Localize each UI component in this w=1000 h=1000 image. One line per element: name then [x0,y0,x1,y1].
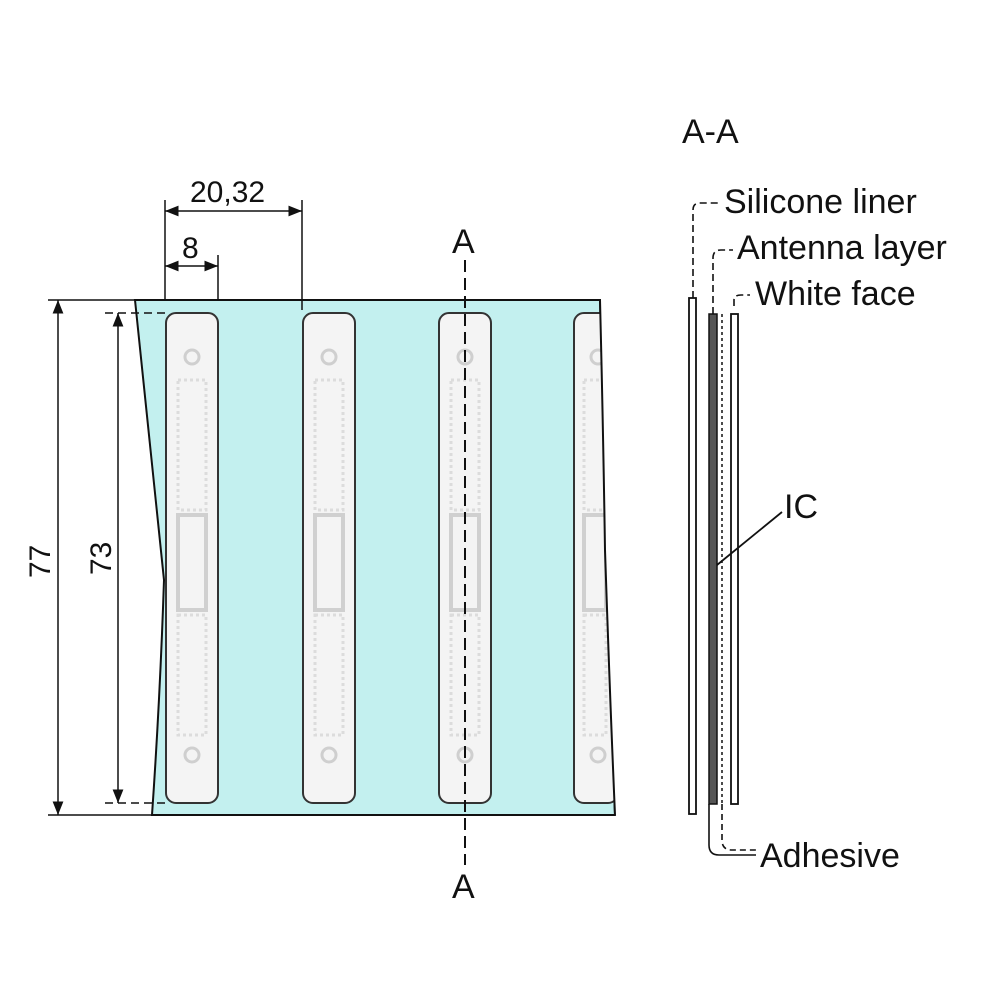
dimension-pitch: 20,32 [164,176,303,310]
dimension-total-height-value: 77 [24,545,57,578]
dimension-inlay-height-value: 73 [85,542,118,575]
silicone-liner-layer [688,297,697,815]
label-adhesive: Adhesive [760,837,900,875]
label-antenna-layer: Antenna layer [737,229,947,267]
front-view: A A [133,223,640,906]
inlay [302,312,356,804]
dimension-pitch-value: 20,32 [190,176,265,209]
section-title: A-A [682,113,739,151]
dimension-total-height: 77 [24,299,152,816]
dimension-inlay-height: 73 [85,312,166,804]
section-view: A-A Silicone liner Antenna layer White f… [682,113,947,875]
label-silicone-liner: Silicone liner [724,183,917,221]
section-marker-bottom: A [452,868,475,906]
inlay [165,312,219,804]
dimension-strip-width-value: 8 [182,232,199,265]
section-marker-top: A [452,223,475,261]
label-ic: IC [784,488,818,526]
antenna-layer [708,313,718,805]
label-white-face: White face [755,275,916,313]
white-face-layer [730,313,739,805]
dimension-strip-width: 8 [165,232,219,300]
